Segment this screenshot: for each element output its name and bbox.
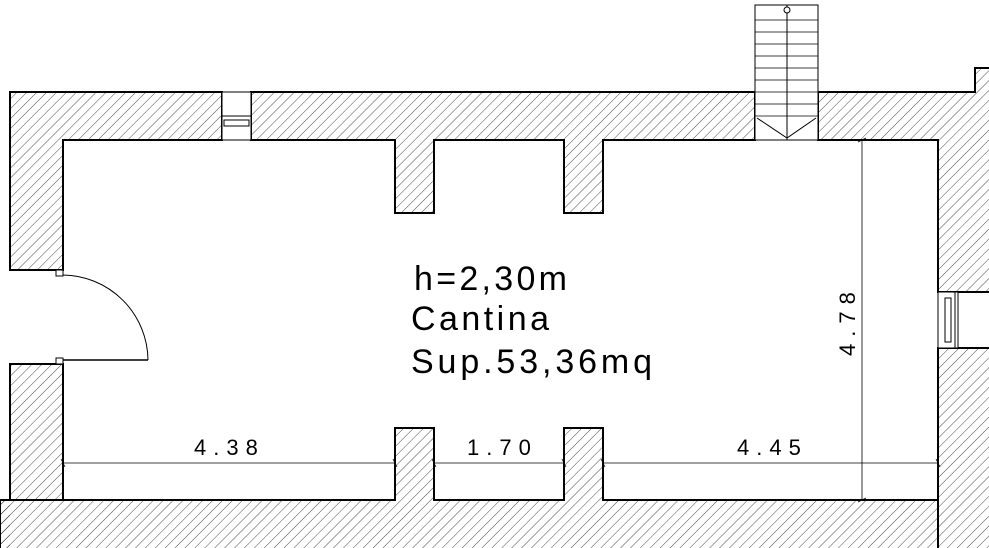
window-right xyxy=(937,291,959,349)
dimension-right-span: 4.45 xyxy=(737,435,808,460)
wall-top-left xyxy=(9,91,223,271)
dimension-left-span: 4.38 xyxy=(194,435,265,460)
dimension-middle-span: 1.70 xyxy=(467,435,538,460)
staircase xyxy=(754,4,819,141)
room-area-label: Sup.53,36mq xyxy=(411,343,659,381)
dimension-lines xyxy=(60,137,941,503)
wall-bottom-left-edge xyxy=(0,500,10,548)
wall-top-right xyxy=(817,67,989,293)
wall-left-lower xyxy=(9,363,64,501)
room-height-label: h=2,30m xyxy=(414,260,574,298)
door-left xyxy=(55,269,149,365)
window-top xyxy=(221,91,252,141)
wall-top-middle xyxy=(250,91,756,214)
wall-right-lower xyxy=(937,347,989,548)
wall-bottom xyxy=(0,427,939,548)
walls xyxy=(0,67,989,548)
room-name-label: Cantina xyxy=(411,300,556,338)
dimension-depth: 4.78 xyxy=(835,285,860,356)
